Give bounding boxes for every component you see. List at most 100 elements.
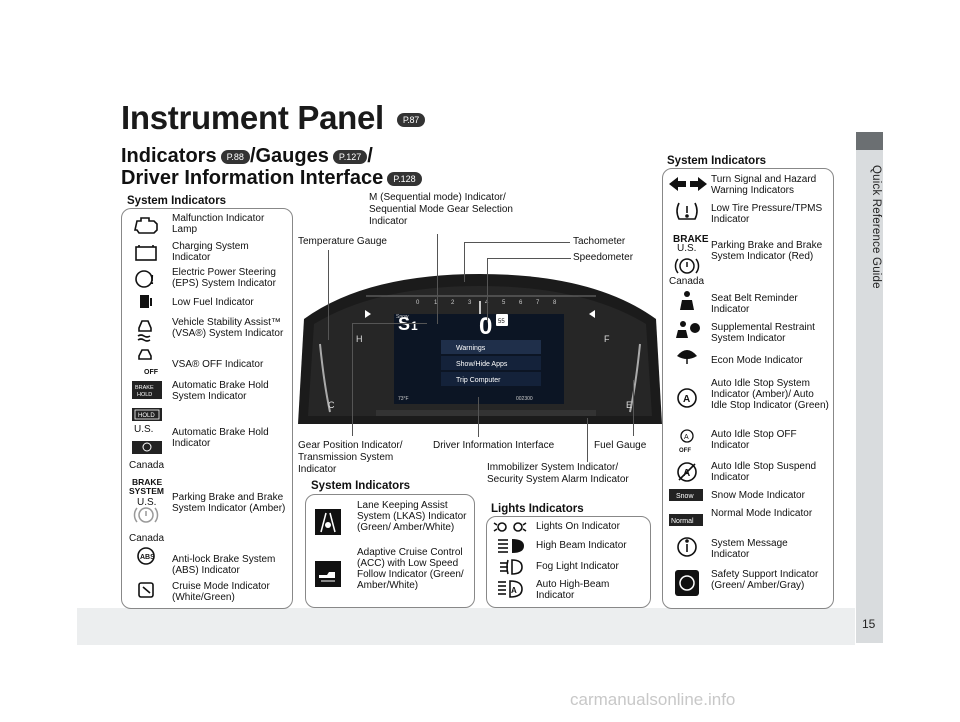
gear-number: 1 bbox=[411, 319, 418, 333]
right-item-label: Econ Mode Indicator bbox=[711, 355, 803, 366]
svg-text:5: 5 bbox=[502, 300, 506, 306]
svg-text:Snow: Snow bbox=[676, 493, 694, 500]
menu-row-trip bbox=[441, 372, 541, 386]
fuel-gauge-arc bbox=[629, 343, 641, 413]
callout-line-fuel bbox=[633, 380, 634, 436]
left-item-label: Anti-lock Brake System (ABS) Indicator bbox=[172, 554, 276, 576]
menu-showhide-text: Show/Hide Apps bbox=[456, 361, 508, 368]
temp-h-label: H bbox=[356, 334, 363, 344]
menu-trip-text: Trip Computer bbox=[456, 377, 501, 384]
right-item-label: Auto Idle Stop System Indicator (Amber)/… bbox=[711, 378, 829, 411]
left-panel-icons: ! OFF BRAKE HOLD HOLD BRAKE SYSTEM ABS bbox=[129, 217, 164, 598]
right-item-label: Turn Signal and Hazard Warning Indicator… bbox=[711, 174, 817, 196]
side-tab-label: Quick Reference Guide bbox=[870, 165, 882, 289]
malfunction-engine-icon bbox=[134, 217, 158, 234]
left-item-label: Electric Power Steering (EPS) System Ind… bbox=[172, 267, 276, 289]
fuel-f-label: F bbox=[604, 334, 610, 344]
callout-line-m bbox=[437, 234, 438, 324]
svg-text:BRAKE: BRAKE bbox=[132, 477, 163, 487]
left-item-label: Low Fuel Indicator bbox=[172, 297, 254, 308]
svg-text:Normal: Normal bbox=[671, 518, 694, 525]
svg-text:7: 7 bbox=[536, 300, 540, 306]
callout-line-tach-v bbox=[464, 242, 465, 282]
turn-signal-icon bbox=[669, 177, 707, 191]
lights-panel-heading: Lights Indicators bbox=[491, 503, 584, 515]
right-turn-arrow bbox=[589, 310, 595, 318]
speed-display: 0 bbox=[479, 313, 492, 340]
auto-high-beam-icon: A bbox=[498, 580, 523, 598]
page-ref-badge[interactable]: P.127 bbox=[332, 149, 368, 164]
page-number: 15 bbox=[862, 617, 876, 631]
right-item-label: Auto Idle Stop OFF Indicator bbox=[711, 429, 797, 451]
page-ref-badge[interactable]: P.128 bbox=[387, 171, 422, 186]
left-item-label: Cruise Mode Indicator (White/Green) bbox=[172, 581, 270, 603]
svg-text:!: ! bbox=[150, 272, 154, 287]
page-ref-badge[interactable]: P.87 bbox=[396, 113, 425, 128]
svg-text:HOLD: HOLD bbox=[138, 413, 155, 419]
speed-limit-display: 55 bbox=[498, 319, 505, 325]
us-label: U.S. bbox=[677, 243, 697, 254]
callout-gear-position: Gear Position Indicator/ Transmission Sy… bbox=[298, 440, 403, 475]
auto-idle-off-icon: A OFF bbox=[679, 429, 694, 454]
svg-text:BRAKE: BRAKE bbox=[673, 234, 709, 245]
right-item-label: Supplemental Restraint System Indicator bbox=[711, 322, 815, 344]
center-panel-heading: System Indicators bbox=[311, 480, 411, 492]
side-tab bbox=[856, 132, 883, 643]
callout-line-dii bbox=[478, 397, 479, 437]
left-item-label: Malfunction Indicator Lamp bbox=[172, 213, 265, 235]
snow-icon: Snow bbox=[669, 489, 703, 501]
us-label: U.S. bbox=[137, 497, 157, 508]
page-ref-badge[interactable]: P.88 bbox=[220, 149, 250, 164]
page-footer-band bbox=[77, 608, 855, 645]
svg-text:BRAKE: BRAKE bbox=[135, 385, 154, 391]
right-item-label: Normal Mode Indicator bbox=[711, 508, 813, 519]
left-turn-arrow bbox=[365, 310, 371, 318]
right-item-label: Snow Mode Indicator bbox=[711, 490, 805, 501]
auto-idle-stop-icon: A bbox=[677, 388, 697, 408]
side-tab-marker bbox=[856, 132, 883, 150]
svg-text:OFF: OFF bbox=[679, 448, 691, 454]
cruise-icon bbox=[138, 582, 154, 598]
menu-warnings-text: Warnings bbox=[456, 345, 486, 352]
vsa-icon bbox=[137, 320, 152, 342]
slash-text: / bbox=[367, 145, 373, 167]
lights-on-icon bbox=[493, 522, 527, 532]
system-message-icon bbox=[677, 537, 697, 557]
callout-line-gear bbox=[352, 323, 353, 436]
right-panel-icons: BRAKE A A OFF A Snow Normal bbox=[669, 177, 709, 596]
indicator-strip bbox=[376, 410, 596, 416]
acc-icon bbox=[315, 561, 341, 587]
right-item-label: Safety Support Indicator (Green/ Amber/G… bbox=[711, 569, 819, 591]
lights-item-label: Fog Light Indicator bbox=[536, 561, 619, 572]
menu-row-warnings bbox=[441, 340, 541, 354]
brake-hold-icon: BRAKE HOLD bbox=[132, 381, 162, 399]
gear-display: S bbox=[398, 314, 410, 334]
svg-text:ABS: ABS bbox=[140, 554, 155, 561]
svg-text:A: A bbox=[684, 434, 689, 441]
odometer-display: 002300 bbox=[516, 396, 533, 402]
callout-line-speed-h bbox=[487, 258, 571, 259]
right-panel bbox=[662, 168, 834, 609]
brake-red-canada-icon bbox=[674, 258, 700, 274]
svg-text:6: 6 bbox=[519, 300, 523, 306]
callout-line-tach-h bbox=[464, 242, 570, 243]
svg-text:OFF: OFF bbox=[144, 369, 159, 376]
canada-label: Canada bbox=[129, 533, 165, 544]
callout-fuel-gauge: Fuel Gauge bbox=[594, 440, 647, 451]
lkas-icon bbox=[315, 509, 341, 535]
svg-text:8: 8 bbox=[553, 300, 557, 306]
canada-label: Canada bbox=[129, 460, 165, 471]
brake-amber-icon bbox=[133, 507, 159, 523]
lights-item-label: Auto High-Beam Indicator bbox=[536, 579, 610, 601]
right-panel-heading: System Indicators bbox=[667, 155, 767, 167]
left-item-label: Automatic Brake Hold System Indicator bbox=[172, 380, 269, 402]
indicators-text: Indicators bbox=[121, 145, 217, 167]
svg-text:A: A bbox=[511, 586, 517, 595]
gauges-text: /Gauges bbox=[249, 145, 329, 167]
battery-icon bbox=[135, 245, 157, 261]
svg-text:SYSTEM: SYSTEM bbox=[129, 486, 164, 496]
callout-dii: Driver Information Interface bbox=[433, 440, 555, 451]
